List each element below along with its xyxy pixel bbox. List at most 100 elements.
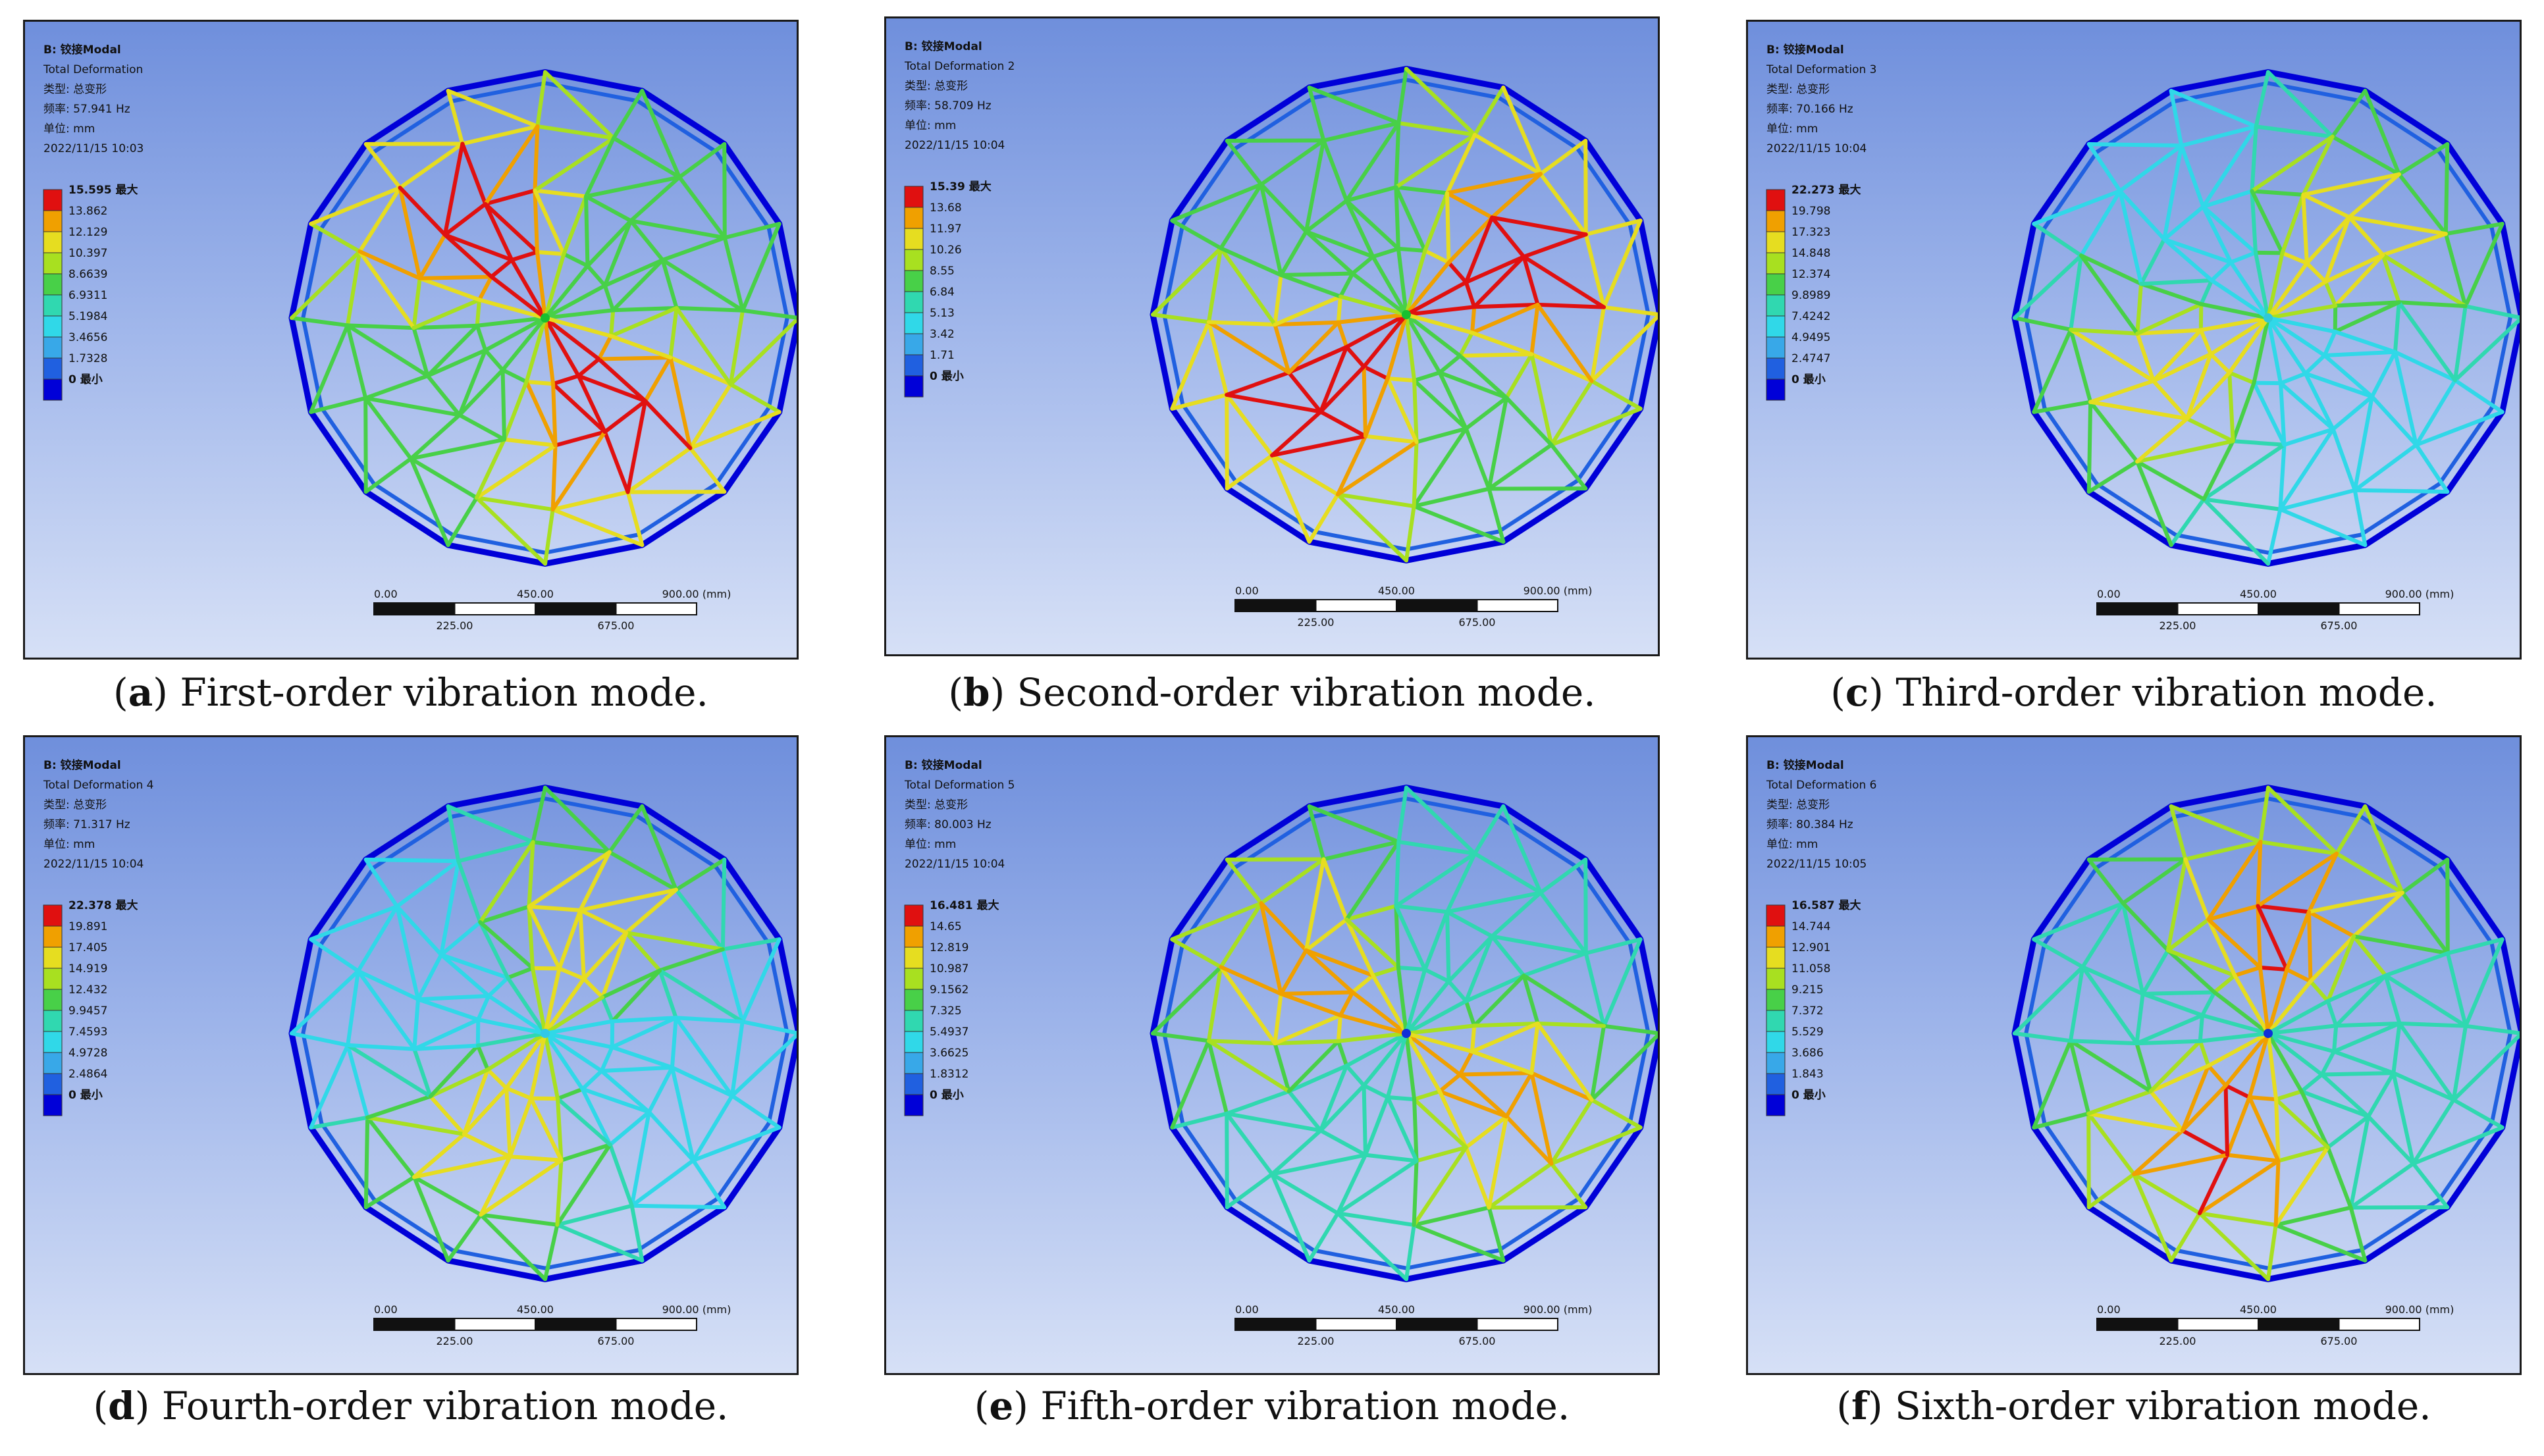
- result-type: 类型: 总变形: [905, 80, 968, 93]
- hub-node: [541, 313, 550, 323]
- legend-label: 9.8989: [1791, 289, 1830, 302]
- legend-swatch: [43, 252, 63, 274]
- frequency: 频率: 71.317 Hz: [43, 818, 130, 831]
- analysis-header: B: 铰接Modal: [43, 759, 121, 772]
- legend-swatch: [1766, 315, 1786, 338]
- scale-tick-bottom: 675.00: [2321, 619, 2358, 632]
- timestamp: 2022/11/15 10:04: [43, 858, 144, 871]
- legend-swatch: [904, 1073, 924, 1095]
- legend-label: 3.686: [1791, 1047, 1824, 1060]
- mesh-members: [1150, 785, 1658, 1282]
- caption-text: First-order vibration mode.: [180, 670, 708, 715]
- unit: 单位: mm: [905, 119, 957, 132]
- scale-tick-bottom: 225.00: [437, 619, 473, 632]
- legend-label: 12.432: [68, 983, 107, 997]
- legend-swatch: [904, 1031, 924, 1053]
- legend: 22.273 最大19.79817.32314.84812.3749.89897…: [1766, 183, 1861, 401]
- scale-tick-top: 0.00: [1235, 1303, 1259, 1316]
- info-block: B: 铰接Modal Total Deformation 2 类型: 总变形 频…: [905, 37, 1015, 155]
- caption-letter: f: [1851, 1384, 1868, 1428]
- info-block: B: 铰接Modal Total Deformation 4 类型: 总变形 频…: [43, 756, 154, 874]
- legend-label: 22.273 最大: [1791, 183, 1861, 197]
- legend-label: 8.55: [930, 265, 955, 278]
- frequency: 频率: 80.384 Hz: [1766, 818, 1853, 831]
- legend-label: 8.6639: [68, 268, 107, 281]
- legend-swatch: [43, 1073, 63, 1095]
- hub-node: [541, 1029, 550, 1038]
- dome-mesh: 16.587 最大14.74412.90111.0589.2157.3725.5…: [1766, 785, 2520, 1347]
- scale-tick-bottom: 225.00: [437, 1335, 473, 1347]
- legend-swatch: [1766, 1010, 1786, 1032]
- hub-node: [2264, 1029, 2273, 1038]
- scale-tick-bottom: 675.00: [598, 1335, 635, 1347]
- frequency: 频率: 57.941 Hz: [43, 103, 130, 116]
- legend-swatch: [43, 989, 63, 1011]
- legend-swatch: [43, 925, 63, 948]
- legend: 16.587 最大14.74412.90111.0589.2157.3725.5…: [1766, 898, 1861, 1116]
- legend-swatch: [904, 270, 924, 292]
- scale-tick-top: 900.00 (mm): [662, 1303, 731, 1316]
- legend-swatch: [43, 273, 63, 296]
- caption-a: (a) First-order vibration mode.: [113, 670, 708, 715]
- legend-label: 12.901: [1791, 941, 1830, 954]
- legend-label: 13.68: [930, 201, 962, 215]
- legend-swatch: [904, 1094, 924, 1116]
- dome-mesh: 15.39 最大13.6811.9710.268.556.845.133.421…: [904, 66, 1658, 629]
- legend-label: 14.848: [1791, 247, 1830, 260]
- legend-swatch: [1766, 231, 1786, 253]
- legend-label: 12.374: [1791, 268, 1830, 281]
- legend: 22.378 最大19.89117.40514.91912.4329.94577…: [43, 898, 138, 1116]
- caption-f: (f) Sixth-order vibration mode.: [1836, 1384, 2431, 1428]
- legend-label: 3.4656: [68, 331, 107, 344]
- legend-label: 14.744: [1791, 920, 1830, 933]
- legend-swatch: [904, 375, 924, 398]
- timestamp: 2022/11/15 10:04: [905, 139, 1005, 152]
- analysis-header: B: 铰接Modal: [1766, 759, 1844, 772]
- legend-swatch: [904, 186, 924, 208]
- legend-swatch: [43, 904, 63, 927]
- legend-swatch: [904, 249, 924, 271]
- mesh-members: [288, 69, 797, 567]
- legend-swatch: [43, 1010, 63, 1032]
- analysis-header: B: 铰接Modal: [905, 40, 982, 53]
- legend-label: 1.7328: [68, 352, 107, 365]
- legend-swatch: [1766, 336, 1786, 359]
- analysis-header: B: 铰接Modal: [43, 43, 121, 57]
- caption-c: (c) Third-order vibration mode.: [1830, 670, 2437, 715]
- mesh-members: [2011, 785, 2520, 1282]
- scale-tick-top: 0.00: [2097, 1303, 2121, 1316]
- caption-text: Fourth-order vibration mode.: [161, 1384, 729, 1428]
- mesh-members: [288, 785, 797, 1282]
- info-block: B: 铰接Modal Total Deformation 5 类型: 总变形 频…: [905, 756, 1015, 874]
- legend-label: 15.595 最大: [68, 183, 138, 197]
- result-name: Total Deformation: [43, 63, 144, 76]
- dome-mesh: 15.595 最大13.86212.12910.3978.66396.93115…: [43, 69, 797, 632]
- legend-label: 19.798: [1791, 205, 1830, 218]
- legend-swatch: [1766, 294, 1786, 317]
- legend-swatch: [1766, 189, 1786, 211]
- legend-label: 3.42: [930, 328, 955, 341]
- caption-b: (b) Second-order vibration mode.: [948, 670, 1596, 715]
- legend-swatch: [904, 989, 924, 1011]
- legend-swatch: [43, 378, 63, 401]
- legend-label: 9.1562: [930, 983, 968, 997]
- caption-text: Second-order vibration mode.: [1017, 670, 1596, 715]
- legend-label: 5.13: [930, 307, 955, 320]
- legend-label: 16.587 最大: [1791, 898, 1861, 912]
- analysis-header: B: 铰接Modal: [1766, 43, 1844, 57]
- legend-swatch: [904, 947, 924, 969]
- legend-label: 10.397: [68, 247, 107, 260]
- legend-swatch: [1766, 1052, 1786, 1074]
- legend-label: 6.84: [930, 286, 955, 299]
- legend-label: 11.058: [1791, 962, 1830, 975]
- scale-tick-top: 450.00: [517, 588, 554, 600]
- scale-tick-top: 450.00: [1378, 1303, 1415, 1316]
- legend-label: 7.4242: [1791, 310, 1830, 323]
- legend-label: 2.4864: [68, 1068, 107, 1081]
